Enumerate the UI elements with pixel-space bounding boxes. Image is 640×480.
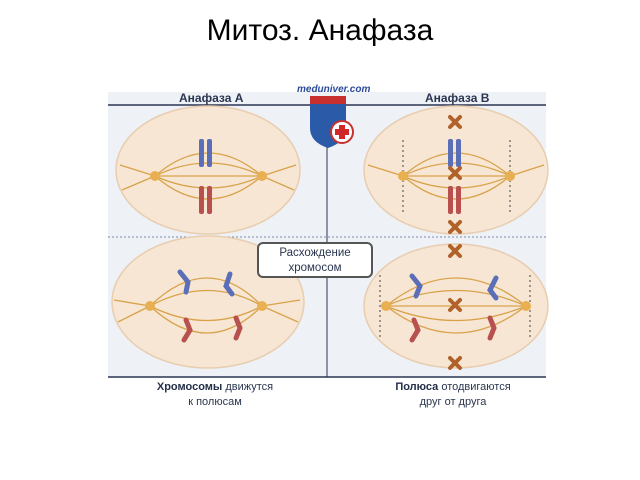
cell-anaphase-b-top: [363, 105, 549, 235]
x-marker-icon: [448, 115, 462, 234]
caption-right-line2: друг от друга: [419, 396, 487, 408]
chromosome-separation-label: Расхождение хромосом: [257, 242, 373, 278]
logo-text: meduniver.com: [297, 84, 371, 95]
cell-anaphase-a-bottom: [111, 235, 305, 369]
x-marker-icon: [448, 244, 462, 370]
anaphase-a-label: Анафаза А: [179, 91, 244, 105]
slide-title: Митоз. Анафаза: [206, 14, 434, 47]
caption-left-bold: Хромосомы: [156, 381, 223, 393]
caption-left-line2: к полюсам: [188, 396, 242, 408]
caption-anaphase-a: Хромосомы движутся к полюсам: [140, 380, 290, 410]
cell-anaphase-b-bottom: [363, 243, 549, 370]
chromosome-pair-blue: [199, 139, 212, 167]
anaphase-b-label: Анафаза В: [425, 91, 490, 105]
caption-anaphase-b: Полюса отодвигаются друг от друга: [378, 380, 528, 410]
meduniver-logo-icon: [310, 96, 354, 148]
cell-anaphase-a-top: [115, 105, 301, 235]
caption-right-rest: отодвигаются: [438, 381, 511, 393]
center-label-line2: хромосом: [288, 262, 342, 274]
center-label-line1: Расхождение: [279, 247, 351, 259]
chromosome-pair-red: [199, 186, 212, 214]
caption-left-rest: движутся: [222, 381, 274, 393]
caption-right-bold: Полюса: [395, 381, 439, 393]
